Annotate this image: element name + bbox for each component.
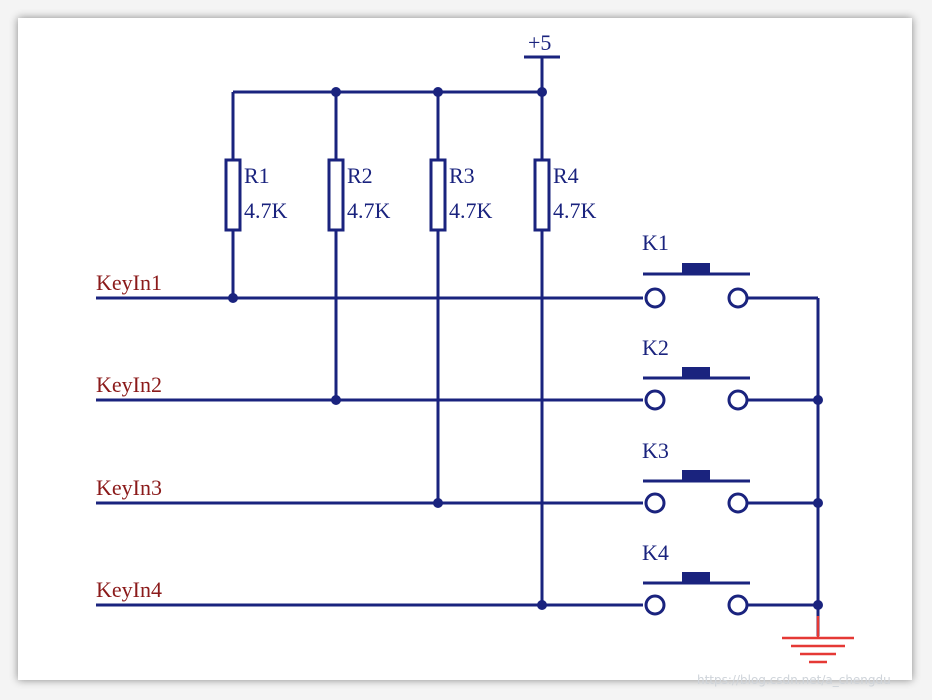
keyin2-label: KeyIn2	[96, 372, 162, 397]
junction-dot	[537, 87, 547, 97]
keyin1-label: KeyIn1	[96, 270, 162, 295]
switch-k3: K3	[642, 438, 818, 514]
switch-k4: K4	[642, 540, 818, 616]
k3-ref: K3	[642, 438, 669, 463]
r1-value: 4.7K	[244, 198, 288, 223]
resistor-r3: R3 4.7K	[429, 92, 493, 503]
keyin3-net: KeyIn3	[96, 475, 643, 505]
junction-dot	[331, 87, 341, 97]
keyin4-net: KeyIn4	[96, 577, 643, 607]
ground-symbol	[782, 616, 854, 664]
resistor-r1: R1 4.7K	[224, 92, 288, 298]
k2-ref: K2	[642, 335, 669, 360]
power-label: +5	[528, 30, 551, 55]
diagram-frame	[18, 18, 912, 680]
power-symbol: +5	[524, 30, 560, 92]
switch-k1: K1	[642, 230, 818, 309]
watermark-text: https://blog.csdn.net/a_chengdu	[697, 673, 891, 687]
r4-value: 4.7K	[553, 198, 597, 223]
k1-ref: K1	[642, 230, 669, 255]
r3-value: 4.7K	[449, 198, 493, 223]
r2-value: 4.7K	[347, 198, 391, 223]
r2-ref: R2	[347, 163, 373, 188]
junction-dot	[433, 87, 443, 97]
r3-ref: R3	[449, 163, 475, 188]
switch-k2: K2	[642, 335, 818, 411]
resistor-r4: R4 4.7K	[533, 92, 597, 605]
keyin4-label: KeyIn4	[96, 577, 162, 602]
keyin1-net: KeyIn1	[96, 270, 643, 300]
keyin3-label: KeyIn3	[96, 475, 162, 500]
keyin2-net: KeyIn2	[96, 372, 643, 402]
r1-ref: R1	[244, 163, 270, 188]
junction-dot	[813, 600, 823, 610]
junction-dot	[813, 395, 823, 405]
r4-ref: R4	[553, 163, 579, 188]
resistor-r2: R2 4.7K	[327, 92, 391, 400]
junction-dot	[813, 498, 823, 508]
k4-ref: K4	[642, 540, 669, 565]
